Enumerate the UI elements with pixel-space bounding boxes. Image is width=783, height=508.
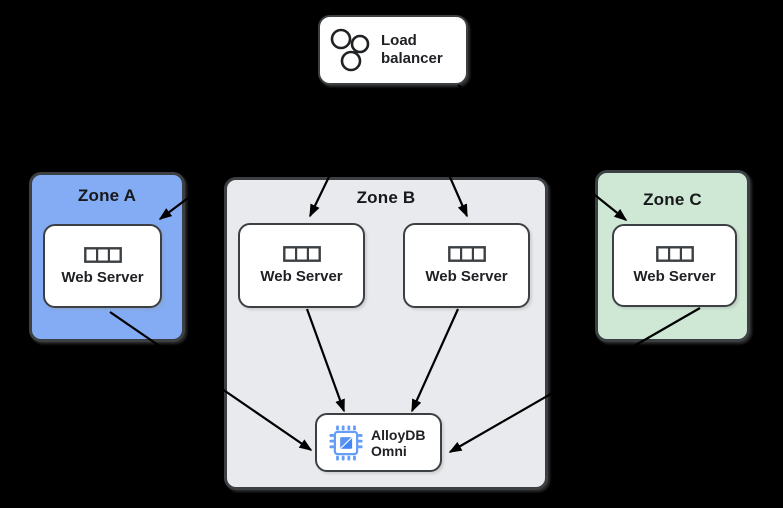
- server-icon: [447, 246, 486, 262]
- load-balancer-node: Load balancer: [318, 15, 468, 85]
- load-balancer-label: Load balancer: [381, 32, 443, 67]
- web-server-label: Web Server: [633, 268, 716, 285]
- server-icon: [83, 246, 122, 263]
- web-server-label: Web Server: [425, 268, 508, 285]
- alloydb-chip-icon: [329, 425, 363, 460]
- web-server-label: Web Server: [260, 268, 343, 285]
- load-balancer-icon: [330, 28, 370, 72]
- zone-a-web-server-node: Web Server: [43, 224, 162, 308]
- server-icon: [655, 246, 694, 262]
- alloydb-omni-label: AlloyDB Omni: [371, 426, 426, 459]
- zone-b-web-server-1-node: Web Server: [238, 223, 365, 308]
- server-icon: [282, 246, 321, 262]
- zone-a-label: Zone A: [77, 186, 137, 205]
- alloydb-omni-node: AlloyDB Omni: [315, 413, 442, 472]
- zone-b-web-server-2-node: Web Server: [403, 223, 530, 308]
- zone-b-label: Zone B: [356, 188, 416, 207]
- web-server-label: Web Server: [61, 268, 144, 286]
- zone-c-web-server-node: Web Server: [612, 224, 737, 307]
- zone-c-label: Zone C: [643, 190, 702, 209]
